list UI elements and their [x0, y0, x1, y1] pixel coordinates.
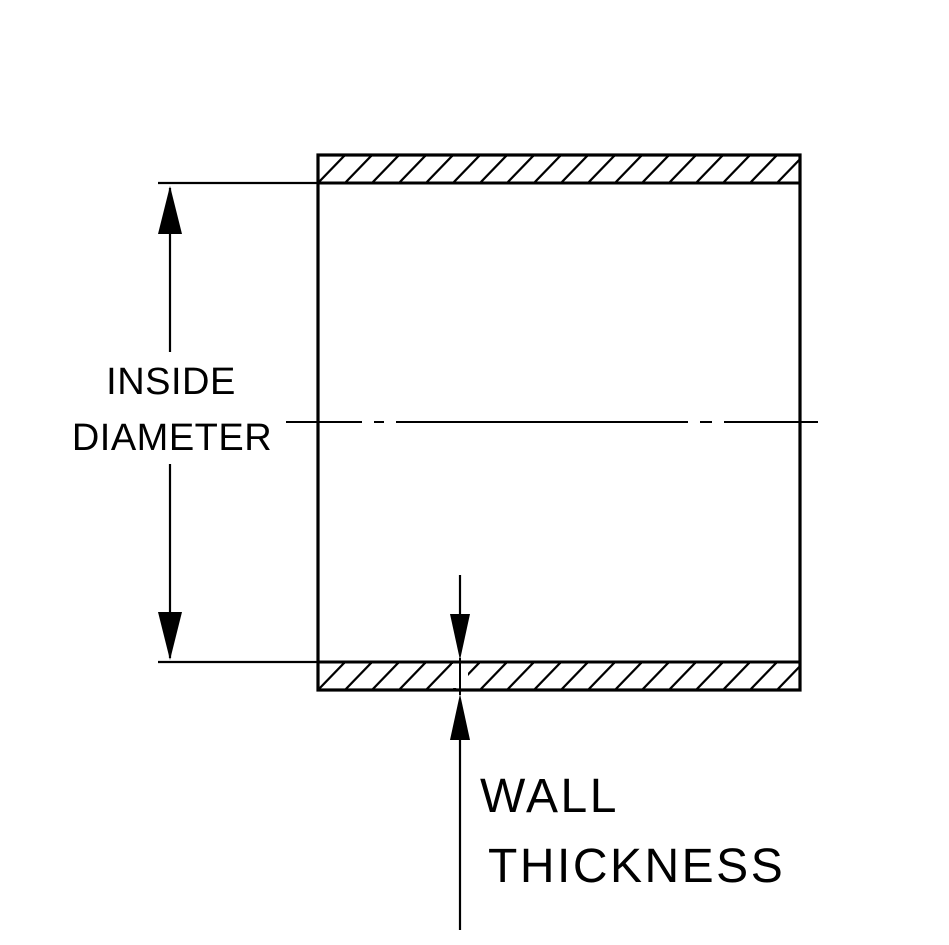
inside-diameter-label-line1: INSIDE: [106, 361, 236, 403]
tube-body: [316, 153, 802, 692]
wall-thickness-label-line1: WALL: [480, 770, 619, 823]
bottom-wall-hatch: [316, 660, 802, 692]
top-wall-hatch: [316, 153, 802, 185]
inside-diameter-arrow-up-icon: [158, 186, 182, 234]
wall-thickness-label-line2: THICKNESS: [488, 840, 785, 893]
inside-diameter-label-line2: DIAMETER: [72, 417, 272, 459]
inside-diameter-label-mask: [78, 352, 268, 464]
wall-thickness-arrow-up-icon: [450, 694, 470, 740]
inside-diameter-arrow-down-icon: [158, 612, 182, 660]
wall-thickness-arrow-down-icon: [450, 614, 470, 660]
wall-thickness-dimension: [450, 575, 470, 930]
